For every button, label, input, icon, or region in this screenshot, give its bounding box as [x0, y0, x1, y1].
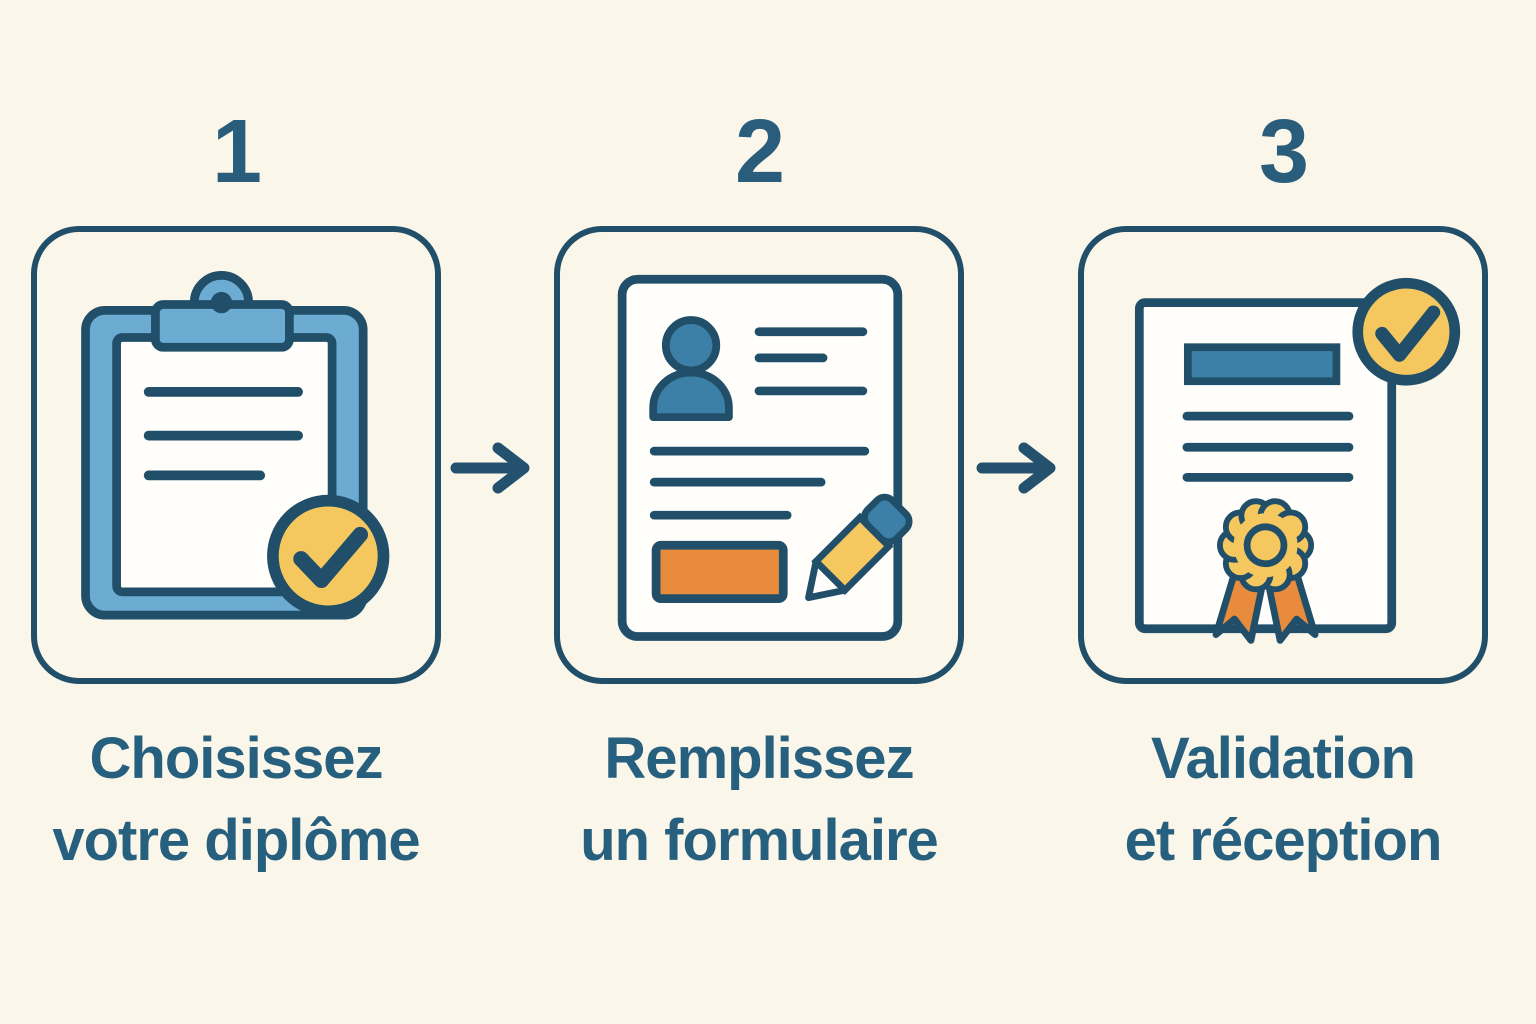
- step-3-label-line2: et réception: [1124, 808, 1443, 873]
- step-3-number: 3: [1258, 102, 1309, 202]
- step-2-card: [554, 226, 964, 684]
- check-icon: [1352, 277, 1461, 386]
- step-3-label: Validation et réception: [1005, 718, 1536, 882]
- step-1-number: 1: [211, 102, 262, 202]
- certificate-check-icon: [1134, 277, 1461, 644]
- right-arrow-icon: [976, 442, 1056, 494]
- step-3-label-line1: Validation: [1151, 726, 1416, 791]
- step-2-label: Remplissez un formulaire: [481, 718, 1037, 882]
- step-2: 2: [541, 0, 977, 1024]
- clipboard-check-icon: [81, 271, 390, 620]
- step-2-label-line1: Remplissez: [604, 726, 914, 791]
- form-pencil-icon: [617, 274, 913, 641]
- check-icon: [267, 494, 390, 618]
- step-1-label: Choisissez votre diplôme: [0, 718, 514, 882]
- step-3: 3: [1065, 0, 1501, 1024]
- step-1: 1: [18, 0, 454, 1024]
- step-1-card: [31, 226, 441, 684]
- rosette-icon: [1212, 498, 1319, 644]
- step-3-card: [1078, 226, 1488, 684]
- step-1-label-line1: Choisissez: [89, 726, 384, 791]
- pencil-icon: [805, 493, 913, 602]
- step-2-number: 2: [734, 102, 785, 202]
- step-1-label-line2: votre diplôme: [52, 808, 420, 873]
- right-arrow-icon: [450, 442, 530, 494]
- step-2-label-line2: un formulaire: [580, 808, 939, 873]
